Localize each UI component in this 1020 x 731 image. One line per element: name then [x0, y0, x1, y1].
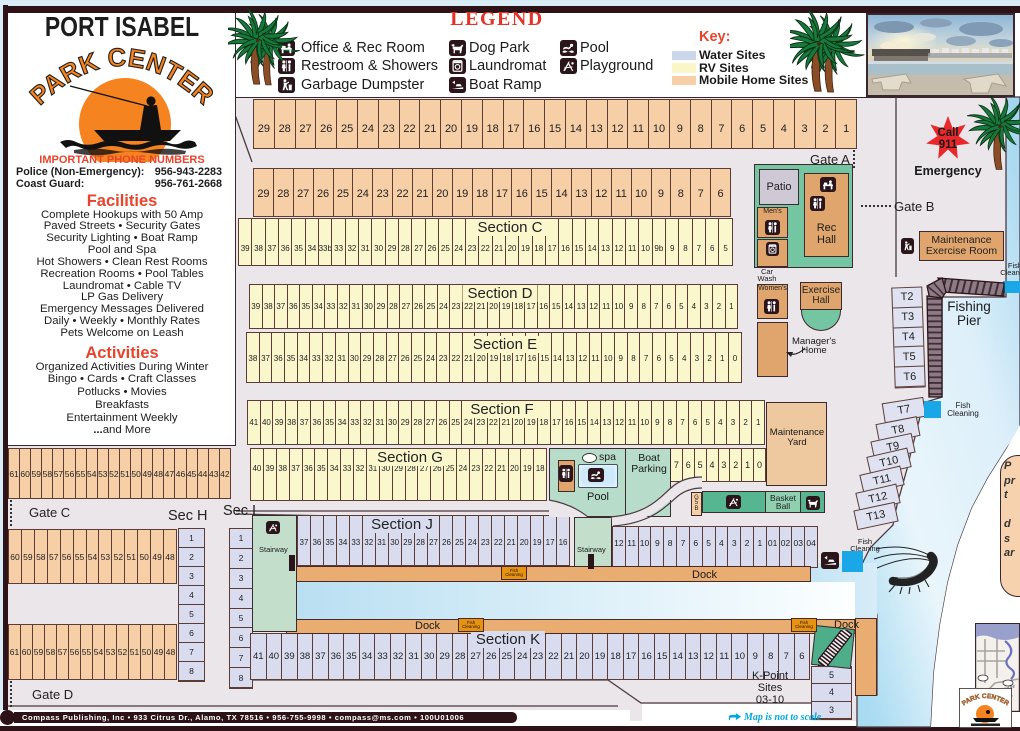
svg-text:Call: Call — [937, 127, 958, 139]
svg-text:911: 911 — [939, 139, 958, 151]
